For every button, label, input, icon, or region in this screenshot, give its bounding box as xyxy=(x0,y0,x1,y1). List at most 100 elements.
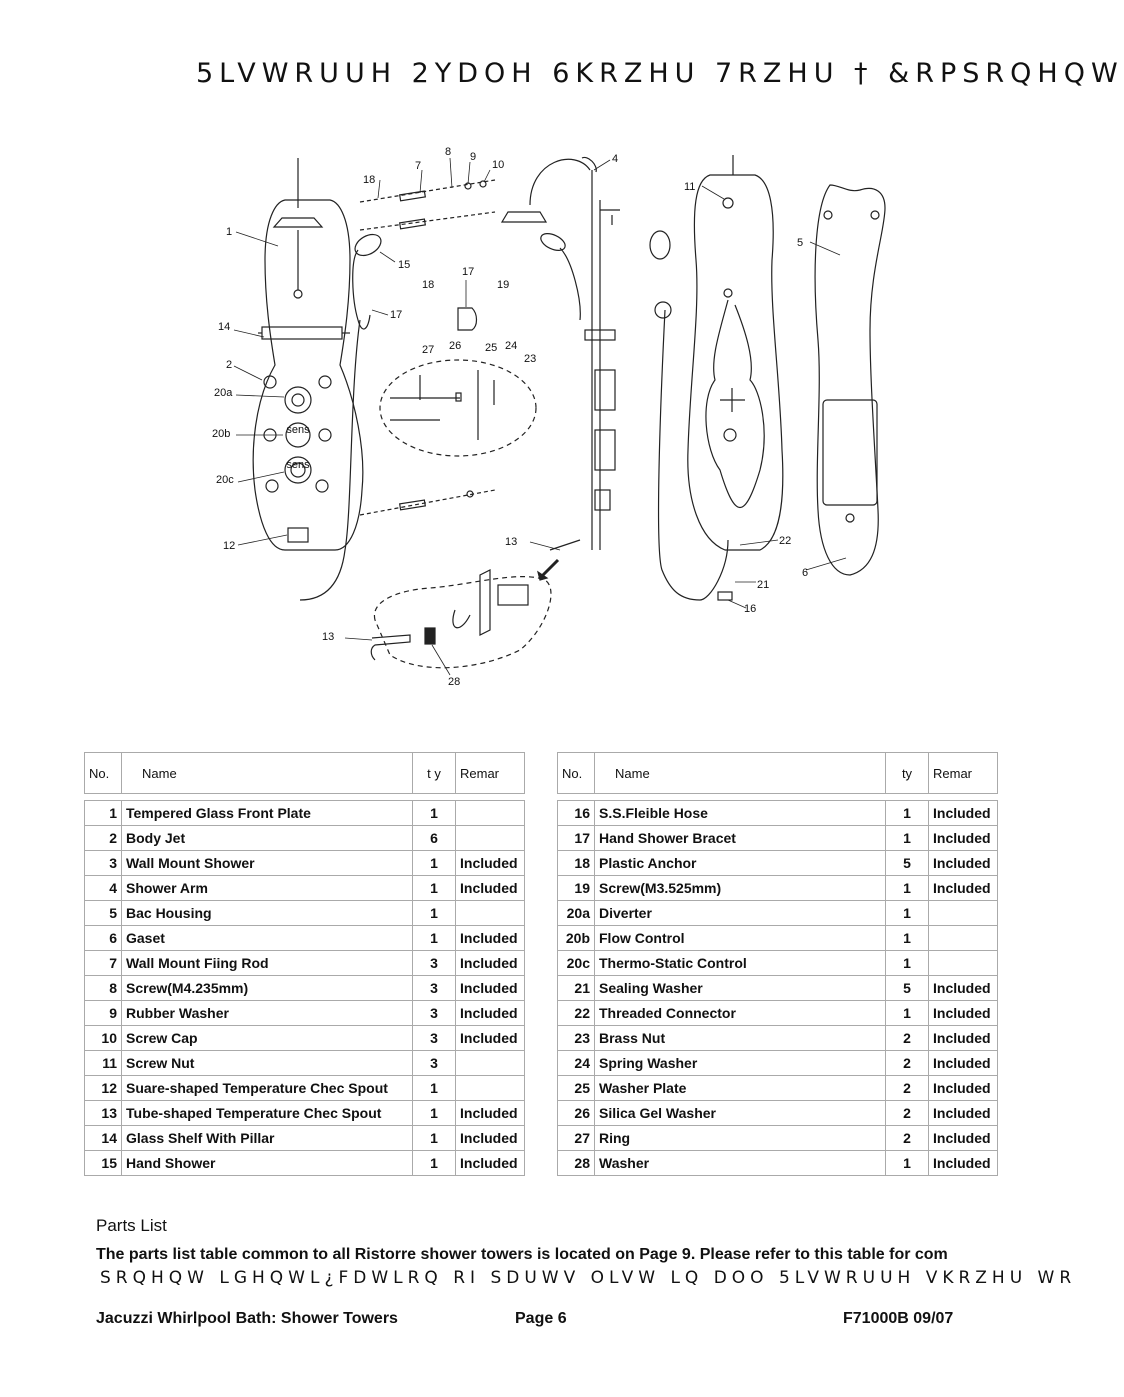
part-remark: Included xyxy=(455,925,525,951)
col-name: Name xyxy=(121,752,413,794)
screw-assembly-drawing xyxy=(359,179,496,516)
part-name: Rubber Washer xyxy=(121,1000,413,1026)
callout-label: 13 xyxy=(322,631,334,643)
part-number: 6 xyxy=(84,925,122,951)
col-qty: ty xyxy=(885,752,929,794)
callout-label: 25 xyxy=(485,342,497,354)
part-remark xyxy=(455,1050,525,1076)
part-number: 23 xyxy=(557,1025,595,1051)
part-name: Glass Shelf With Pillar xyxy=(121,1125,413,1151)
leader-lines xyxy=(233,157,847,676)
part-name: Thermo-Static Control xyxy=(594,950,886,976)
part-remark: Included xyxy=(928,850,998,876)
part-name: Flow Control xyxy=(594,925,886,951)
part-name: Sealing Washer xyxy=(594,975,886,1001)
callout-label: 8 xyxy=(445,146,451,158)
part-name: Body Jet xyxy=(121,825,413,851)
part-number: 10 xyxy=(84,1025,122,1051)
part-quantity: 1 xyxy=(885,800,929,826)
col-remark: Remar xyxy=(928,752,998,794)
callout-label: 12 xyxy=(223,540,235,552)
part-remark: Included xyxy=(928,825,998,851)
callout-label: 9 xyxy=(470,151,476,163)
part-number: 20b xyxy=(557,925,595,951)
part-remark xyxy=(455,900,525,926)
footer-doc-code: F71000B 09/07 xyxy=(843,1310,954,1327)
control-symbol: sens xyxy=(286,459,310,471)
part-remark: Included xyxy=(928,975,998,1001)
part-name: Screw Cap xyxy=(121,1025,413,1051)
part-quantity: 1 xyxy=(412,925,456,951)
part-name: Brass Nut xyxy=(594,1025,886,1051)
spout-detail-drawing xyxy=(370,558,560,669)
part-quantity: 3 xyxy=(412,1000,456,1026)
part-name: Silica Gel Washer xyxy=(594,1100,886,1126)
part-name: Tempered Glass Front Plate xyxy=(121,800,413,826)
part-number: 17 xyxy=(557,825,595,851)
part-quantity: 3 xyxy=(412,950,456,976)
part-name: Screw(M4.235mm) xyxy=(121,975,413,1001)
callout-label: 24 xyxy=(505,340,517,352)
part-number: 16 xyxy=(557,800,595,826)
col-remark: Remar xyxy=(455,752,525,794)
part-name: Shower Arm xyxy=(121,875,413,901)
part-remark: Included xyxy=(928,1125,998,1151)
part-name: S.S.Fleible Hose xyxy=(594,800,886,826)
callout-label: 14 xyxy=(218,321,230,333)
callout-label: 19 xyxy=(497,279,509,291)
part-quantity: 1 xyxy=(885,1150,929,1176)
callout-label: 26 xyxy=(449,340,461,352)
part-name: Tube-shaped Temperature Chec Spout xyxy=(121,1100,413,1126)
reference-note-encoded: SRQHQW LGHQWL¿FDWLRQ RI SDUWV OLVW LQ DO… xyxy=(100,1268,1077,1288)
part-remark xyxy=(928,950,998,976)
part-number: 25 xyxy=(557,1075,595,1101)
part-remark: Included xyxy=(928,875,998,901)
part-quantity: 1 xyxy=(412,1125,456,1151)
part-quantity: 5 xyxy=(885,975,929,1001)
part-name: Bac Housing xyxy=(121,900,413,926)
part-remark: Included xyxy=(455,875,525,901)
callout-label: 17 xyxy=(462,266,474,278)
callout-label: 27 xyxy=(422,344,434,356)
callout-label: 13 xyxy=(505,536,517,548)
part-remark: Included xyxy=(455,1025,525,1051)
part-remark xyxy=(455,800,525,826)
part-remark: Included xyxy=(455,975,525,1001)
part-number: 18 xyxy=(557,850,595,876)
part-number: 13 xyxy=(84,1100,122,1126)
part-quantity: 1 xyxy=(885,875,929,901)
part-name: Screw(M3.525mm) xyxy=(594,875,886,901)
part-name: Plastic Anchor xyxy=(594,850,886,876)
exploded-parts-diagram: 1 2 4 5 6 7 8 9 10 11 12 13 13 14 15 16 … xyxy=(212,146,886,688)
callout-label: 20c xyxy=(216,474,234,486)
part-number: 4 xyxy=(84,875,122,901)
part-quantity: 1 xyxy=(885,825,929,851)
detail-callout-drawing xyxy=(379,307,537,457)
part-name: Washer Plate xyxy=(594,1075,886,1101)
callout-label: 4 xyxy=(612,153,618,165)
part-number: 7 xyxy=(84,950,122,976)
part-number: 3 xyxy=(84,850,122,876)
callout-label: 18 xyxy=(363,174,375,186)
part-number: 15 xyxy=(84,1150,122,1176)
callout-label: 16 xyxy=(744,603,756,615)
callout-label: 21 xyxy=(757,579,769,591)
callout-label: 5 xyxy=(797,237,803,249)
part-quantity: 2 xyxy=(885,1050,929,1076)
callout-label: 20b xyxy=(212,428,230,440)
part-name: Wall Mount Shower xyxy=(121,850,413,876)
part-remark: Included xyxy=(928,1150,998,1176)
callout-label: 10 xyxy=(492,159,504,171)
